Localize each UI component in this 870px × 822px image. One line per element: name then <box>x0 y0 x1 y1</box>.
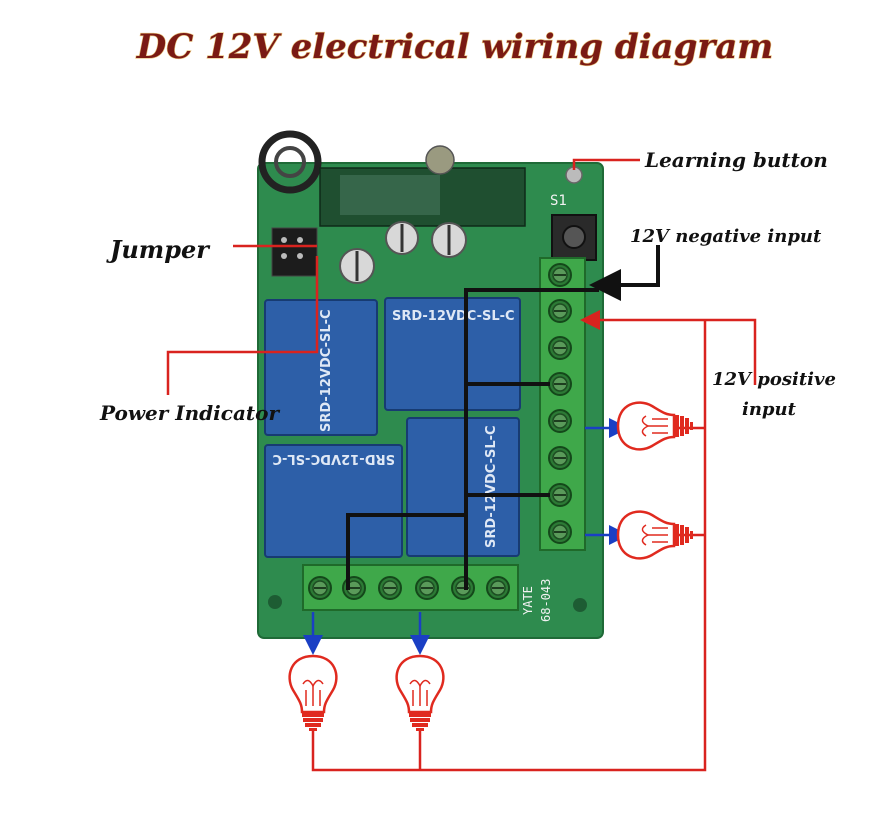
relay-icon <box>264 297 521 558</box>
negative-input-label: 12V negative input <box>630 226 822 247</box>
bulb-icon <box>288 654 338 733</box>
right-terminal-block <box>539 257 586 551</box>
positive-input-label-line2: input <box>742 399 797 420</box>
relay-4-marking: SRD-12VDC-SL-C <box>484 425 499 548</box>
bottom-terminal-block <box>302 564 519 611</box>
button-marking: S1 <box>550 193 567 209</box>
jumper-pins <box>271 227 318 277</box>
bulb-icon <box>395 654 445 733</box>
relay-2-marking: SRD-12VDC-SL-C <box>392 309 515 324</box>
learning-button-label: Learning button <box>644 148 828 172</box>
jumper-label: Jumper <box>106 235 211 264</box>
negative-wiring <box>346 245 660 590</box>
bulb-icon <box>616 510 695 560</box>
bulb-icon <box>616 401 695 451</box>
positive-input-label-line1: 12V positive <box>712 369 836 390</box>
board-marking-2: 68-043 <box>539 579 553 622</box>
relay-1-marking: SRD-12VDC-SL-C <box>319 309 334 432</box>
power-indicator-label: Power Indicator <box>99 401 280 425</box>
capacitor-icon <box>339 221 467 284</box>
antenna-coil-icon <box>258 130 322 194</box>
board-marking-1: YATE <box>521 586 535 615</box>
diagram-title: DC 12V electrical wiring diagram <box>136 27 774 67</box>
pcb-board: S1 SRD-12VDC-SL-C SRD-12VDC-SL-C SRD-12V… <box>257 130 604 639</box>
relay-3-marking: SRD-12VDC-SL-C <box>272 451 395 466</box>
